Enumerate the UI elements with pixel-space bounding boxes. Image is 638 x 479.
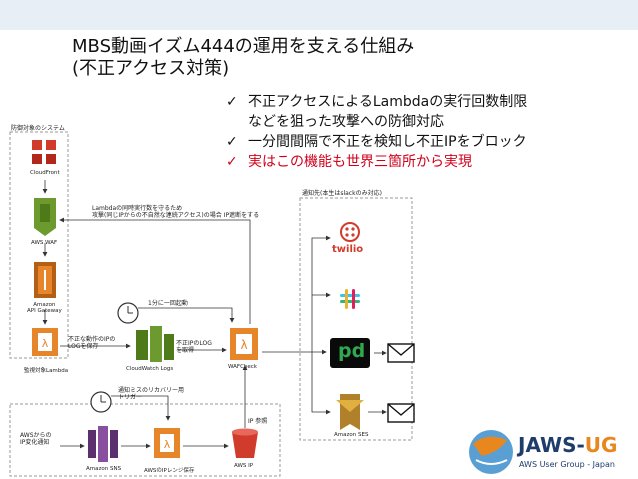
recovery-trigger-label: 通知ミスのリカバリー用 トリガー	[118, 387, 184, 401]
api-gateway-icon	[34, 262, 56, 298]
twilio-label: twilio	[332, 244, 364, 255]
apigw-label: Amazon API Gateway	[27, 302, 62, 314]
checkmark-icon: ✓	[226, 94, 238, 110]
log-save-line: LOGを保存	[68, 343, 99, 350]
pagerduty-icon	[330, 338, 370, 368]
bullet-text: 実はこの機能も世界三箇所から実現	[248, 154, 472, 170]
logo-subtitle: AWS User Group - Japan	[519, 460, 615, 469]
ses-label: Amazon SES	[334, 432, 369, 438]
waf-icon	[34, 198, 56, 236]
title-line-1: MBS動画イズム444の運用を支える仕組み	[72, 36, 415, 57]
fetch-log-line: 不正IPのLOG	[176, 340, 212, 347]
apigw-label-line: API Gateway	[27, 308, 62, 314]
bullet-item: ✓ 不正アクセスによるLambdaの実行回数制限 などを狙った攻撃への防御対応	[226, 92, 527, 132]
slack-icon	[340, 289, 360, 309]
cloudwatch-icon	[136, 326, 174, 362]
notify-label: 通知先(本生はslackのみ対応)	[302, 190, 382, 197]
bullet-text: などを狙った攻撃への防御対応	[248, 114, 444, 130]
title-line-2: (不正アクセス対策)	[72, 58, 230, 79]
sns-label: Amazon SNS	[86, 466, 122, 472]
clock-icon	[117, 302, 139, 324]
recovery-line: 通知ミスのリカバリー用	[118, 387, 185, 394]
apigw-label-line: Amazon	[33, 302, 56, 308]
top-band	[0, 0, 638, 30]
aws-ip-change-label: AWSからの IP変化通知	[20, 432, 52, 446]
ses-icon	[336, 394, 364, 430]
clock-icon	[90, 391, 112, 413]
waf-label: AWS WAF	[31, 240, 58, 246]
bullet-item-highlight: ✓ 実はこの機能も世界三箇所から実現	[226, 152, 527, 172]
recovery-line: トリガー	[118, 394, 143, 401]
ip-update-box	[9, 403, 281, 477]
jaws-logo-icon	[469, 430, 513, 474]
checkmark-icon: ✓	[226, 154, 238, 170]
annotation-waf-block: Lambdaの同時実行数を守るため 攻撃(同じIPからの不自然な連続アクセス)の…	[92, 205, 259, 219]
lambda-target-icon: λ	[32, 328, 58, 356]
aws-ip-change-line: AWSからの	[20, 432, 52, 439]
log-save-line: 不正な動作のIPの	[68, 336, 116, 343]
logo-main-text: JAWS-	[518, 433, 585, 457]
fetch-log-label: 不正IPのLOG を取得	[176, 340, 212, 354]
annotation-line: Lambdaの同時実行数を守るため	[92, 205, 183, 212]
s3-label: AWS IP	[234, 463, 254, 469]
mail-icon	[387, 343, 415, 363]
annotation-line: 攻撃(同じIPからの不自然な連続アクセス)の場合 IP遮断をする	[92, 212, 260, 219]
schedule-label: 1分に一回起動	[148, 300, 188, 307]
bullet-item: ✓ 一分間間隔で不正を検知し不正IPをブロック	[226, 132, 527, 152]
pagerduty-label: pd	[338, 340, 366, 362]
checkmark-icon: ✓	[226, 134, 238, 150]
bullet-list: ✓ 不正アクセスによるLambdaの実行回数制限 などを狙った攻撃への防御対応 …	[226, 92, 527, 172]
wafcheck-lambda-icon: λ	[230, 328, 258, 360]
cloudwatch-label: CloudWatch Logs	[126, 366, 174, 372]
logo-ug-text: UG	[584, 433, 618, 457]
ip-range-label: AWSのIPレンジ保存	[144, 468, 195, 474]
s3-bucket-icon	[232, 428, 258, 458]
cloudfront-label: CloudFront	[30, 170, 60, 176]
bullet-text: 不正アクセスによるLambdaの実行回数制限	[248, 94, 528, 110]
jaws-ug-logo: JAWS-UG	[518, 434, 617, 456]
wafcheck-label: WAFCheck	[228, 364, 257, 370]
ip-range-lambda-icon: λ	[154, 428, 180, 458]
svg-text:λ: λ	[42, 337, 49, 350]
lambda-target-label: 監視対象Lambda	[24, 368, 69, 374]
notify-box	[299, 197, 413, 441]
fetch-log-line: を取得	[176, 347, 195, 354]
bullet-text: 一分間間隔で不正を検知し不正IPをブロック	[248, 134, 527, 150]
log-save-label: 不正な動作のIPの LOGを保存	[68, 336, 115, 350]
ip-ref-label: IP 参照	[248, 418, 268, 425]
cloudfront-icon	[32, 140, 56, 164]
twilio-icon	[340, 222, 360, 242]
aws-ip-change-line: IP変化通知	[20, 439, 50, 446]
svg-text:λ: λ	[240, 338, 247, 352]
svg-text:λ: λ	[164, 438, 171, 451]
slide-title: MBS動画イズム444の運用を支える仕組み (不正アクセス対策)	[72, 36, 414, 80]
protected-system-label: 防御対象のシステム	[11, 125, 65, 132]
sns-icon	[88, 426, 118, 462]
protected-system-box	[9, 131, 69, 359]
mail-icon	[387, 403, 415, 423]
